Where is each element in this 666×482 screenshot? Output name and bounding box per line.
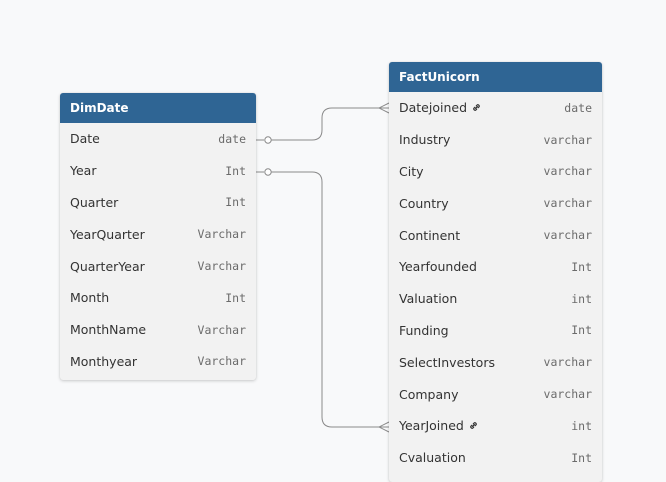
column-type: varchar	[543, 387, 592, 402]
crowfoot-icon	[377, 102, 390, 114]
column-type: Varchar	[197, 322, 246, 337]
column-name: Cvaluation	[399, 450, 466, 466]
table-column-month[interactable]: Month Int	[60, 282, 256, 314]
relationship-date-datejoined[interactable]	[256, 102, 390, 144]
crowfoot-icon	[377, 421, 390, 433]
column-type: varchar	[543, 164, 592, 179]
column-name: MonthName	[70, 322, 147, 338]
table-column-yearfounded[interactable]: Yearfounded Int	[389, 251, 602, 283]
column-type: date	[218, 131, 246, 146]
column-type: varchar	[543, 355, 592, 370]
column-type: Varchar	[197, 259, 246, 274]
table-title[interactable]: DimDate	[60, 93, 256, 123]
table-factunicorn[interactable]: FactUnicorn Datejoined date Industry var…	[389, 62, 602, 482]
table-column-yearjoined[interactable]: YearJoined int	[389, 410, 602, 442]
column-type: int	[571, 418, 592, 433]
table-column-quarter[interactable]: Quarter Int	[60, 187, 256, 219]
column-type: Int	[571, 450, 592, 465]
column-type: varchar	[543, 228, 592, 243]
table-column-monthyear[interactable]: Monthyear Varchar	[60, 346, 256, 378]
column-name: Month	[70, 290, 110, 306]
column-name-wrap: Datejoined	[399, 100, 482, 115]
table-column-continent[interactable]: Continent varchar	[389, 219, 602, 251]
column-name: YearQuarter	[70, 226, 145, 242]
column-name: Monthyear	[70, 353, 138, 369]
table-column-datejoined[interactable]: Datejoined date	[389, 92, 602, 124]
link-icon	[471, 102, 482, 113]
table-column-city[interactable]: City varchar	[389, 156, 602, 188]
column-name: Quarter	[70, 194, 119, 210]
column-type: Int	[225, 195, 246, 210]
link-icon	[468, 420, 479, 431]
table-title[interactable]: FactUnicorn	[389, 62, 602, 92]
column-type: int	[571, 291, 592, 306]
column-type: Varchar	[197, 354, 246, 369]
column-name: Yearfounded	[399, 259, 477, 275]
table-column-company[interactable]: Company varchar	[389, 378, 602, 410]
column-type: varchar	[543, 132, 592, 147]
table-column-funding[interactable]: Funding Int	[389, 315, 602, 347]
column-name: Datejoined	[399, 100, 468, 116]
column-name: QuarterYear	[70, 258, 145, 274]
column-name: Year	[70, 163, 97, 179]
column-name: SelectInvestors	[399, 354, 495, 370]
column-name: Industry	[399, 132, 451, 148]
column-type: Varchar	[197, 227, 246, 242]
column-name: City	[399, 163, 424, 179]
column-name: Date	[70, 131, 100, 147]
column-name: YearJoined	[399, 418, 464, 434]
table-column-monthname[interactable]: MonthName Varchar	[60, 314, 256, 346]
table-column-valuation[interactable]: Valuation int	[389, 283, 602, 315]
column-name-wrap: YearJoined	[399, 418, 479, 433]
column-type: date	[564, 100, 592, 115]
table-dimdate[interactable]: DimDate Date date Year Int Quarter Int Y…	[60, 93, 256, 380]
column-type: Int	[571, 259, 592, 274]
table-column-yearquarter[interactable]: YearQuarter Varchar	[60, 218, 256, 250]
column-type: Int	[571, 323, 592, 338]
column-name: Continent	[399, 227, 461, 243]
column-name: Valuation	[399, 291, 458, 307]
table-column-industry[interactable]: Industry varchar	[389, 124, 602, 156]
relationship-year-yearjoined[interactable]	[256, 168, 390, 433]
column-name: Country	[399, 195, 449, 211]
table-column-year[interactable]: Year Int	[60, 155, 256, 187]
table-column-country[interactable]: Country varchar	[389, 187, 602, 219]
table-column-selectinvestors[interactable]: SelectInvestors varchar	[389, 346, 602, 378]
table-column-quarteryear[interactable]: QuarterYear Varchar	[60, 250, 256, 282]
table-column-cvaluation[interactable]: Cvaluation Int	[389, 442, 602, 474]
column-name: Company	[399, 386, 459, 402]
column-type: Int	[225, 290, 246, 305]
table-column-date[interactable]: Date date	[60, 123, 256, 155]
column-type: Int	[225, 163, 246, 178]
column-name: Funding	[399, 322, 449, 338]
column-type: varchar	[543, 196, 592, 211]
